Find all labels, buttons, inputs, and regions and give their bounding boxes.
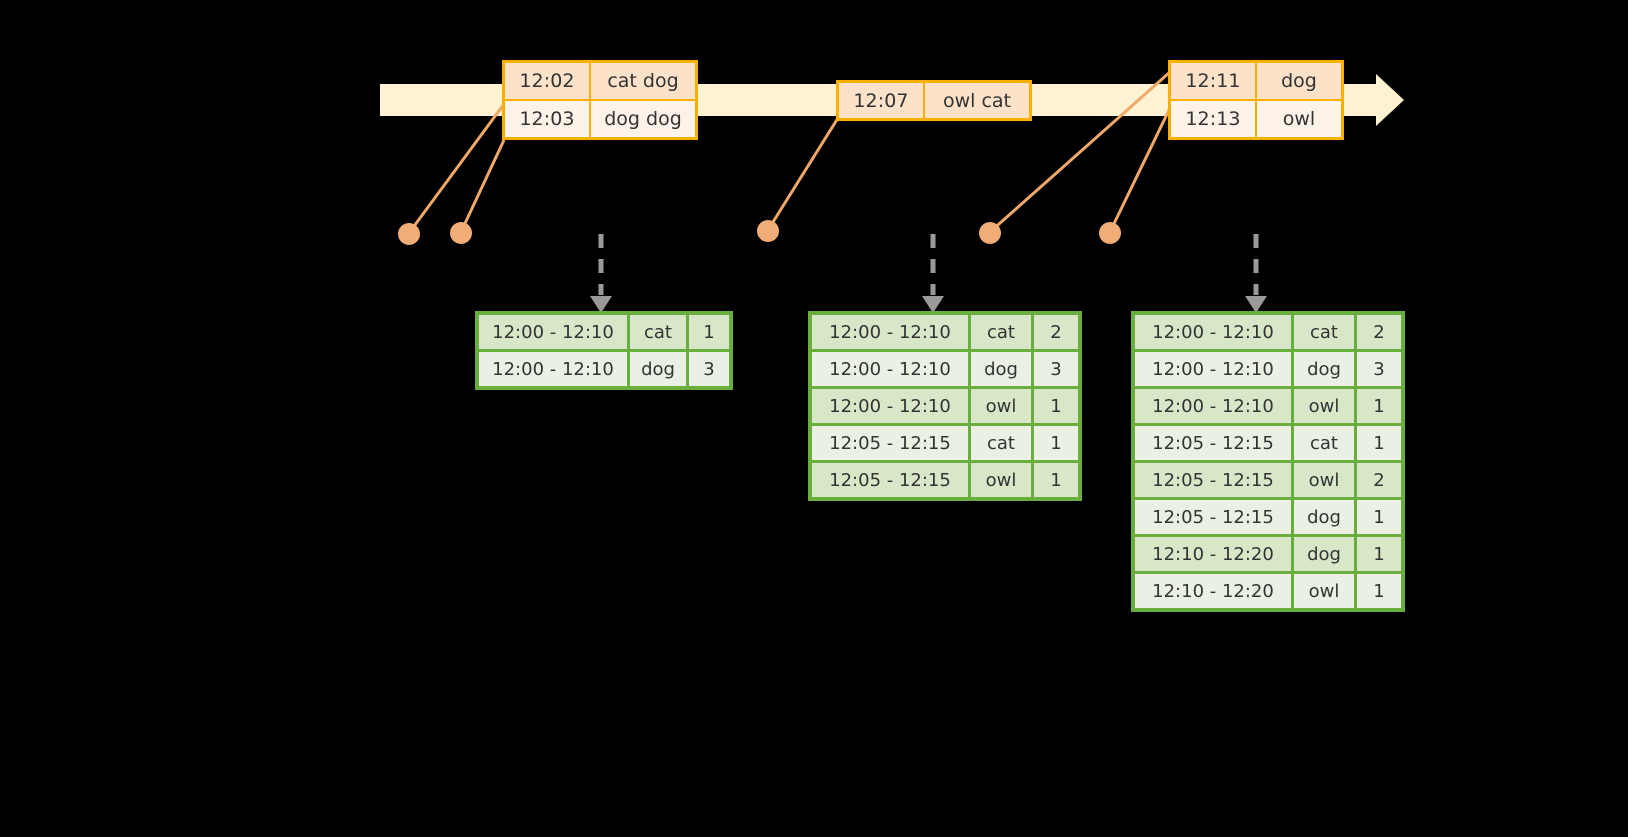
table-row[interactable]: 12:00 - 12:10 cat 2 — [1135, 315, 1401, 349]
event-marker-dot[interactable] — [1099, 222, 1121, 244]
event-card-group-1[interactable]: 12:02 cat dog 12:03 dog dog — [502, 60, 698, 140]
cell-key: dog — [630, 352, 686, 386]
cell-key: owl — [971, 389, 1031, 423]
cell-count: 1 — [1357, 537, 1401, 571]
cell-window: 12:00 - 12:10 — [479, 315, 627, 349]
cell-key: cat — [630, 315, 686, 349]
cell-key: dog — [1294, 352, 1354, 386]
cell-key: dog — [971, 352, 1031, 386]
result-table-1[interactable]: 12:00 - 12:10 cat 1 12:00 - 12:10 dog 3 — [475, 311, 733, 390]
table-row[interactable]: 12:00 - 12:10 dog 3 — [812, 352, 1078, 386]
table-row[interactable]: 12:00 - 12:10 dog 3 — [479, 352, 729, 386]
cell-count: 2 — [1357, 463, 1401, 497]
event-row[interactable]: 12:02 cat dog — [505, 63, 695, 101]
event-row[interactable]: 12:13 owl — [1171, 101, 1341, 137]
table-row[interactable]: 12:00 - 12:10 owl 1 — [1135, 389, 1401, 423]
event-payload: dog dog — [604, 108, 682, 130]
cell-key: cat — [1294, 315, 1354, 349]
cell-window: 12:00 - 12:10 — [812, 352, 968, 386]
table-row[interactable]: 12:00 - 12:10 cat 1 — [479, 315, 729, 349]
cell-window: 12:05 - 12:15 — [812, 463, 968, 497]
event-card-group-2[interactable]: 12:07 owl cat — [836, 80, 1032, 121]
cell-count: 1 — [689, 315, 729, 349]
connector-line-2 — [459, 139, 506, 233]
cell-key: cat — [971, 426, 1031, 460]
cell-key: owl — [1294, 574, 1354, 608]
event-row[interactable]: 12:07 owl cat — [839, 83, 1029, 118]
cell-count: 2 — [1034, 315, 1078, 349]
table-row[interactable]: 12:00 - 12:10 dog 3 — [1135, 352, 1401, 386]
event-time: 12:03 — [505, 101, 591, 137]
event-time: 12:07 — [839, 83, 925, 118]
cell-window: 12:00 - 12:10 — [812, 389, 968, 423]
event-marker-dot[interactable] — [398, 223, 420, 245]
table-row[interactable]: 12:05 - 12:15 cat 1 — [812, 426, 1078, 460]
event-time: 12:11 — [1171, 63, 1257, 99]
table-row[interactable]: 12:00 - 12:10 cat 2 — [812, 315, 1078, 349]
cell-count: 3 — [1034, 352, 1078, 386]
connector-line-3 — [766, 117, 840, 231]
cell-window: 12:00 - 12:10 — [479, 352, 627, 386]
connector-line-1 — [407, 103, 506, 234]
cell-window: 12:00 - 12:10 — [1135, 389, 1291, 423]
cell-count: 1 — [1034, 426, 1078, 460]
cell-key: dog — [1294, 537, 1354, 571]
event-time: 12:02 — [505, 63, 591, 99]
timeline-arrowhead — [1376, 74, 1404, 126]
event-row[interactable]: 12:11 dog — [1171, 63, 1341, 101]
table-row[interactable]: 12:05 - 12:15 dog 1 — [1135, 500, 1401, 534]
cell-count: 1 — [1357, 500, 1401, 534]
cell-count: 1 — [1357, 574, 1401, 608]
cell-window: 12:05 - 12:15 — [1135, 426, 1291, 460]
cell-count: 1 — [1357, 389, 1401, 423]
cell-window: 12:10 - 12:20 — [1135, 574, 1291, 608]
connector-line-5 — [1108, 107, 1172, 233]
cell-count: 3 — [1357, 352, 1401, 386]
cell-key: owl — [1294, 463, 1354, 497]
cell-window: 12:10 - 12:20 — [1135, 537, 1291, 571]
result-table-2[interactable]: 12:00 - 12:10 cat 2 12:00 - 12:10 dog 3 … — [808, 311, 1082, 501]
event-marker-dot[interactable] — [757, 220, 779, 242]
event-time: 12:13 — [1171, 101, 1257, 137]
event-payload: cat dog — [607, 70, 679, 92]
cell-key: cat — [1294, 426, 1354, 460]
table-row[interactable]: 12:00 - 12:10 owl 1 — [812, 389, 1078, 423]
cell-key: dog — [1294, 500, 1354, 534]
cell-window: 12:05 - 12:15 — [812, 426, 968, 460]
cell-window: 12:05 - 12:15 — [1135, 463, 1291, 497]
event-payload: owl — [1282, 108, 1316, 130]
cell-count: 3 — [689, 352, 729, 386]
cell-window: 12:00 - 12:10 — [812, 315, 968, 349]
cell-key: owl — [971, 463, 1031, 497]
cell-key: cat — [971, 315, 1031, 349]
table-row[interactable]: 12:05 - 12:15 owl 1 — [812, 463, 1078, 497]
cell-count: 2 — [1357, 315, 1401, 349]
cell-key: owl — [1294, 389, 1354, 423]
cell-count: 1 — [1034, 463, 1078, 497]
cell-window: 12:00 - 12:10 — [1135, 352, 1291, 386]
cell-window: 12:00 - 12:10 — [1135, 315, 1291, 349]
event-payload: dog — [1281, 70, 1317, 92]
event-row[interactable]: 12:03 dog dog — [505, 101, 695, 137]
cell-count: 1 — [1034, 389, 1078, 423]
event-card-group-3[interactable]: 12:11 dog 12:13 owl — [1168, 60, 1344, 140]
event-marker-dot[interactable] — [979, 222, 1001, 244]
event-marker-dot[interactable] — [450, 222, 472, 244]
event-payload: owl cat — [942, 89, 1012, 112]
table-row[interactable]: 12:05 - 12:15 owl 2 — [1135, 463, 1401, 497]
table-row[interactable]: 12:10 - 12:20 owl 1 — [1135, 574, 1401, 608]
table-row[interactable]: 12:05 - 12:15 cat 1 — [1135, 426, 1401, 460]
cell-count: 1 — [1357, 426, 1401, 460]
cell-window: 12:05 - 12:15 — [1135, 500, 1291, 534]
table-row[interactable]: 12:10 - 12:20 dog 1 — [1135, 537, 1401, 571]
result-table-3[interactable]: 12:00 - 12:10 cat 2 12:00 - 12:10 dog 3 … — [1131, 311, 1405, 612]
